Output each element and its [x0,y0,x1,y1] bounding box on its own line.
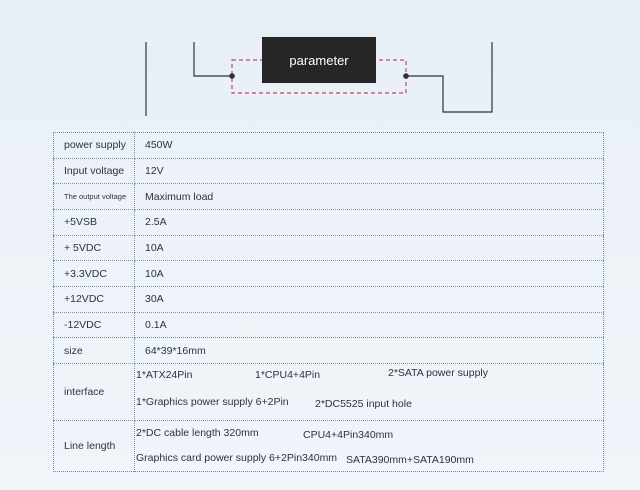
row-label: +12VDC [53,286,135,313]
table-row: power supply 450W [53,132,604,159]
row-value: 10A [134,260,604,287]
row-label: power supply [53,132,135,159]
line-length-values: 2*DC cable length 320mm CPU4+4Pin340mm G… [135,421,603,471]
row-label: size [53,337,135,364]
line-length-item: 2*DC cable length 320mm [136,427,259,439]
row-value: Maximum load [134,183,604,210]
row-label: Input voltage [53,158,135,185]
interface-values: 1*ATX24Pin 1*CPU4+4Pin 2*SATA power supp… [135,364,603,420]
table-row: +3.3VDC 10A [53,260,604,287]
line-length-item: CPU4+4Pin340mm [303,429,394,441]
interface-item: 2*SATA power supply [388,367,488,379]
table-row: Line length 2*DC cable length 320mm CPU4… [53,420,604,472]
row-value: 30A [134,286,604,313]
table-row: +5VSB 2.5A [53,209,604,236]
row-value: 450W [134,132,604,159]
row-label: Line length [53,420,135,472]
row-value: 12V [134,158,604,185]
row-label: +3.3VDC [53,260,135,287]
row-value: 2.5A [134,209,604,236]
table-row: + 5VDC 10A [53,235,604,262]
line-length-item: SATA390mm+SATA190mm [346,454,474,466]
table-row: The output voltage Maximum load [53,183,604,210]
row-label: -12VDC [53,312,135,339]
table-row: Input voltage 12V [53,158,604,185]
row-label: + 5VDC [53,235,135,262]
row-label: +5VSB [53,209,135,236]
row-value: 64*39*16mm [134,337,604,364]
interface-item: 1*ATX24Pin [136,369,193,381]
interface-item: 1*CPU4+4Pin [255,369,321,381]
table-row: +12VDC 30A [53,286,604,313]
row-label: interface [53,363,135,421]
row-label: The output voltage [53,183,135,210]
interface-item: 2*DC5525 input hole [315,398,412,410]
parameter-table: power supply 450W Input voltage 12V The … [53,132,604,472]
parameter-title: parameter [262,37,376,83]
row-value: 10A [134,235,604,262]
table-row: -12VDC 0.1A [53,312,604,339]
table-row: interface 1*ATX24Pin 1*CPU4+4Pin 2*SATA … [53,363,604,421]
table-row: size 64*39*16mm [53,337,604,364]
interface-item: 1*Graphics power supply 6+2Pin [136,396,289,408]
row-value: 0.1A [134,312,604,339]
line-length-item: Graphics card power supply 6+2Pin340mm [136,452,338,464]
